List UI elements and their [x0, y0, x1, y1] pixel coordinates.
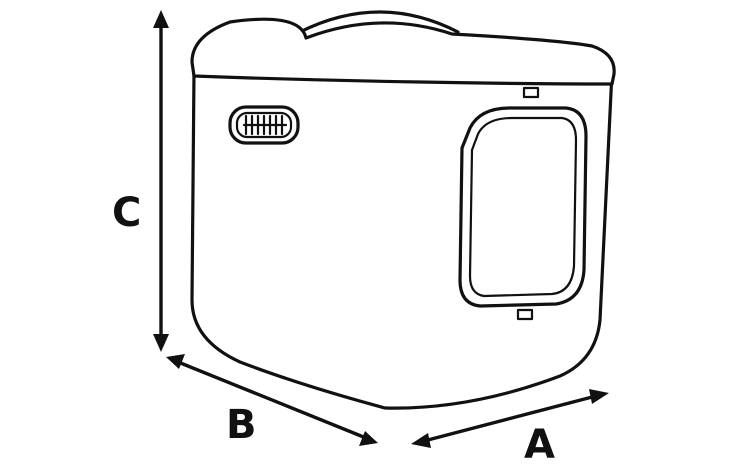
litter-box — [190, 10, 616, 410]
door-clip — [516, 308, 534, 321]
dimension-c-label: C — [112, 190, 141, 236]
dimension-b-label: B — [226, 402, 257, 448]
swing-door — [458, 106, 588, 308]
dimension-a-label: A — [524, 422, 555, 468]
dimension-a: A — [411, 389, 609, 468]
box-lid — [190, 17, 616, 86]
dimension-b: B — [166, 354, 378, 448]
lid-clip — [522, 86, 540, 99]
air-vent — [228, 105, 300, 145]
dimension-c: C — [112, 10, 169, 352]
